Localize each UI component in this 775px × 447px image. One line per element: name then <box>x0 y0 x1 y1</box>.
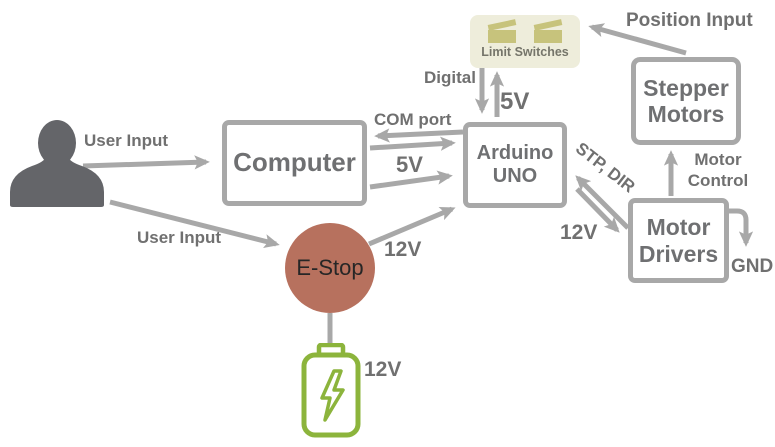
limit-switch-icons <box>485 18 565 44</box>
gnd-label: GND <box>731 256 774 277</box>
drivers-label-line1: Motor <box>646 214 711 241</box>
user-input-top-label: User Input <box>84 131 169 150</box>
stepper-label-line2: Motors <box>647 101 725 127</box>
twelve-v-arduino-label: 12V <box>384 238 422 261</box>
motor-drivers-node: Motor Drivers <box>628 198 729 283</box>
arrow-arduino-to-computer-com <box>374 128 464 143</box>
motor-control-line1: Motor <box>694 150 742 169</box>
computer-label: Computer <box>233 147 356 178</box>
computer-node: Computer <box>222 120 367 206</box>
motor-control-line2: Control <box>687 171 749 191</box>
user-input-bottom-label: User Input <box>137 228 222 247</box>
limit-switch-icon <box>487 19 517 43</box>
limit-switch-icon <box>533 19 563 43</box>
stepper-motors-node: Stepper Motors <box>631 57 741 145</box>
limit-switches-label: Limit Switches <box>481 45 569 59</box>
arrow-stepper-to-switches-position <box>588 23 687 56</box>
com-port-label: COM port <box>374 110 452 129</box>
estop-node: E-Stop <box>285 223 375 313</box>
twelve-v-drivers-label: 12V <box>560 221 598 244</box>
user-node <box>8 116 108 213</box>
digital-label: Digital <box>424 68 476 87</box>
arrow-estop-to-arduino-12v <box>368 206 456 247</box>
arrow-computer-to-arduino-5v <box>369 170 453 190</box>
battery-node <box>300 342 362 443</box>
arrow-user-to-estop <box>109 199 280 249</box>
battery-lightning-icon <box>301 342 361 438</box>
five-v-switches-label: 5V <box>500 88 530 115</box>
arrow-computer-to-arduino-com <box>369 136 456 151</box>
estop-label: E-Stop <box>296 255 364 280</box>
five-v-serial-label: 5V <box>396 152 423 177</box>
arrow-arduino-to-drivers-12v <box>575 187 620 233</box>
limit-switches-node: Limit Switches <box>470 15 580 68</box>
arduino-label-line2: UNO <box>492 165 538 187</box>
position-input-label: Position Input <box>626 10 753 31</box>
stepper-label-line1: Stepper <box>643 74 729 101</box>
motor-control-label: Motor Control <box>683 149 753 192</box>
arrow-drivers-to-gnd <box>726 208 754 247</box>
arduino-node: Arduino UNO <box>463 122 567 208</box>
arduino-label-line1: Arduino <box>476 142 554 164</box>
arrow-user-to-computer <box>82 155 210 170</box>
person-silhouette-icon <box>10 120 104 207</box>
drivers-label-line2: Drivers <box>638 240 719 267</box>
twelve-v-battery-label: 12V <box>364 358 402 381</box>
